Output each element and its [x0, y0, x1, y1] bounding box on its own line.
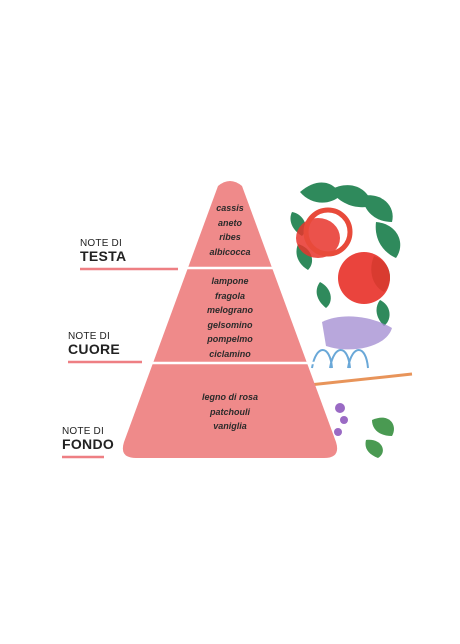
ring-shape	[303, 207, 353, 257]
note-item: aneto	[217, 217, 242, 228]
lavender-bud	[335, 403, 345, 413]
leaf-shape	[375, 222, 401, 258]
note-item: pompelmo	[207, 334, 253, 344]
tier-label-heart: NOTE DI CUORE	[68, 331, 120, 357]
note-item: ribes	[219, 232, 241, 242]
note-item: gelsomino	[207, 319, 253, 330]
basket-arches	[311, 349, 369, 369]
leaf-shape	[330, 185, 372, 208]
botanical-illustration	[290, 182, 413, 458]
leaf-shape	[300, 182, 340, 203]
tier-label-prefix: NOTE DI	[68, 331, 110, 342]
leaf-shape	[372, 417, 394, 436]
tier-label-top: NOTE DI TESTA	[80, 238, 126, 264]
leaf-shape	[316, 282, 331, 308]
tier-label-name: TESTA	[80, 248, 127, 264]
base-notes-list: legno di rosa patchouli vaniglia	[165, 390, 295, 434]
note-item: ciclamino	[209, 348, 251, 359]
heart-notes-list: lampone fragola melograno gelsomino pomp…	[170, 274, 290, 361]
note-item: lampone	[211, 276, 249, 286]
note-item: vaniglia	[213, 421, 247, 431]
note-item: melograno	[206, 305, 253, 315]
tier-label-prefix: NOTE DI	[62, 426, 104, 437]
lavender-wash	[322, 316, 392, 350]
fruit-shape	[338, 252, 390, 304]
note-item: patchouli	[210, 406, 250, 417]
note-item: cassis	[216, 203, 244, 213]
note-item: legno di rosa	[201, 392, 258, 402]
lavender-bud	[340, 416, 348, 424]
leaf-shape	[365, 439, 383, 458]
tier-label-name: FONDO	[62, 436, 115, 452]
note-item: fragola	[214, 290, 245, 301]
lavender-bud	[334, 428, 342, 436]
top-notes-list: cassis aneto ribes albicocca	[180, 201, 280, 259]
leaf-shape	[362, 195, 393, 222]
tier-label-base: NOTE DI FONDO	[62, 426, 114, 452]
stick-shape	[299, 372, 413, 388]
tier-label-name: CUORE	[68, 341, 121, 357]
tier-label-prefix: NOTE DI	[80, 238, 122, 249]
note-item: albicocca	[209, 246, 251, 257]
leaf-shape	[376, 300, 390, 326]
pyramid-shape	[122, 181, 338, 458]
